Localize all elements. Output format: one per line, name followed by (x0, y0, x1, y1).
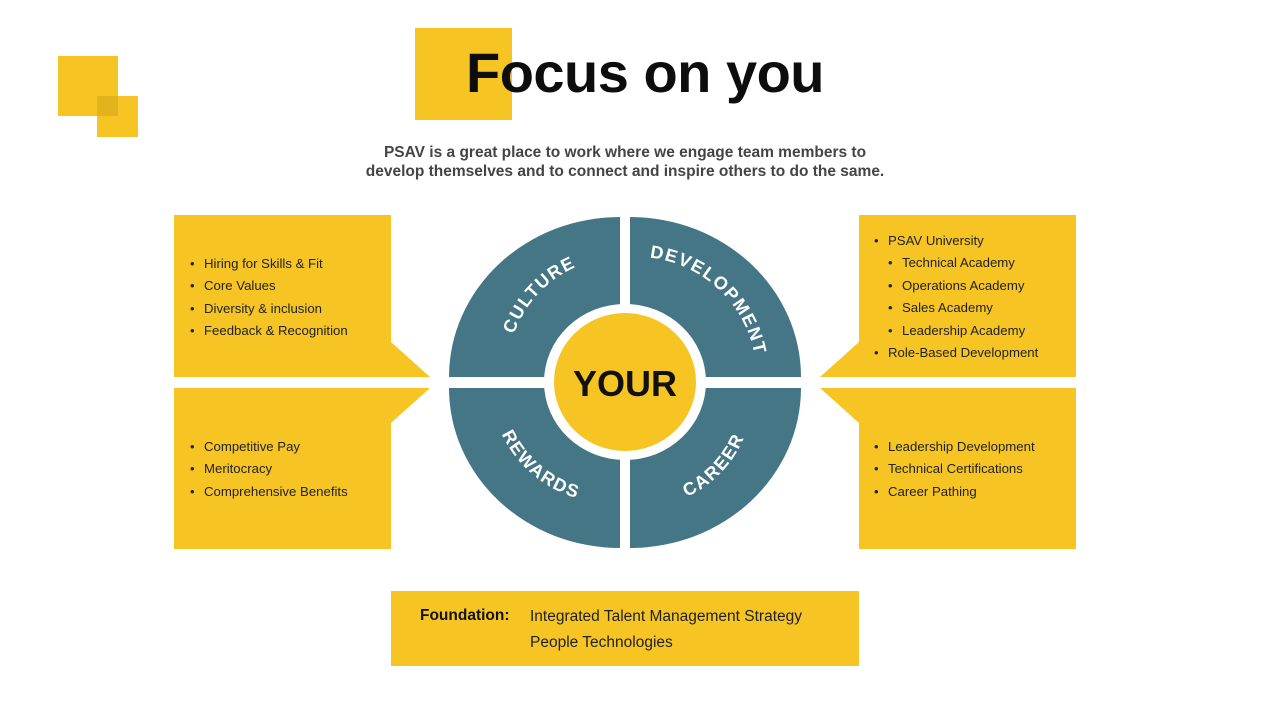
list-item: Technical Certifications (874, 458, 1035, 480)
foundation-item: Integrated Talent Management Strategy (530, 608, 802, 625)
logo-square-overlap (97, 96, 118, 116)
center-circle (554, 313, 696, 451)
foundation-box: Foundation: Integrated Talent Management… (391, 591, 859, 666)
list-item: Diversity & inclusion (190, 298, 348, 320)
career-list: Leadership Development Technical Certifi… (874, 436, 1035, 503)
page-subtitle: PSAV is a great place to work where we e… (325, 143, 925, 181)
title-accent-block (415, 28, 512, 120)
subtitle-line-2: develop themselves and to connect and in… (365, 163, 885, 180)
list-item: Sales Academy (874, 297, 1038, 319)
list-item: Core Values (190, 275, 348, 297)
list-item: Operations Academy (874, 275, 1038, 297)
list-item: Leadership Development (874, 436, 1035, 458)
list-item: Comprehensive Benefits (190, 481, 348, 503)
focus-wheel: YOUR CULTURE DEVELOPMENT REWARDS CAREER (449, 217, 801, 548)
culture-list: Hiring for Skills & Fit Core Values Dive… (190, 253, 348, 343)
foundation-item: People Technologies (530, 634, 673, 651)
center-label: YOUR (573, 363, 677, 404)
list-item: Competitive Pay (190, 436, 348, 458)
list-item: Hiring for Skills & Fit (190, 253, 348, 275)
rewards-list: Competitive Pay Meritocracy Comprehensiv… (190, 436, 348, 503)
subtitle-line-1: PSAV is a great place to work where we e… (383, 144, 867, 161)
list-item: Leadership Academy (874, 320, 1038, 342)
list-item: Career Pathing (874, 481, 1035, 503)
list-item: Feedback & Recognition (190, 320, 348, 342)
foundation-items: Integrated Talent Management Strategy Pe… (530, 604, 802, 656)
list-item: Technical Academy (874, 252, 1038, 274)
list-item: Meritocracy (190, 458, 348, 480)
foundation-label: Foundation: (420, 607, 510, 624)
list-item: Role-Based Development (874, 342, 1038, 364)
page-title: Focus on you (466, 41, 825, 104)
development-list: PSAV University Technical Academy Operat… (874, 230, 1038, 364)
list-item: PSAV University (874, 230, 1038, 252)
